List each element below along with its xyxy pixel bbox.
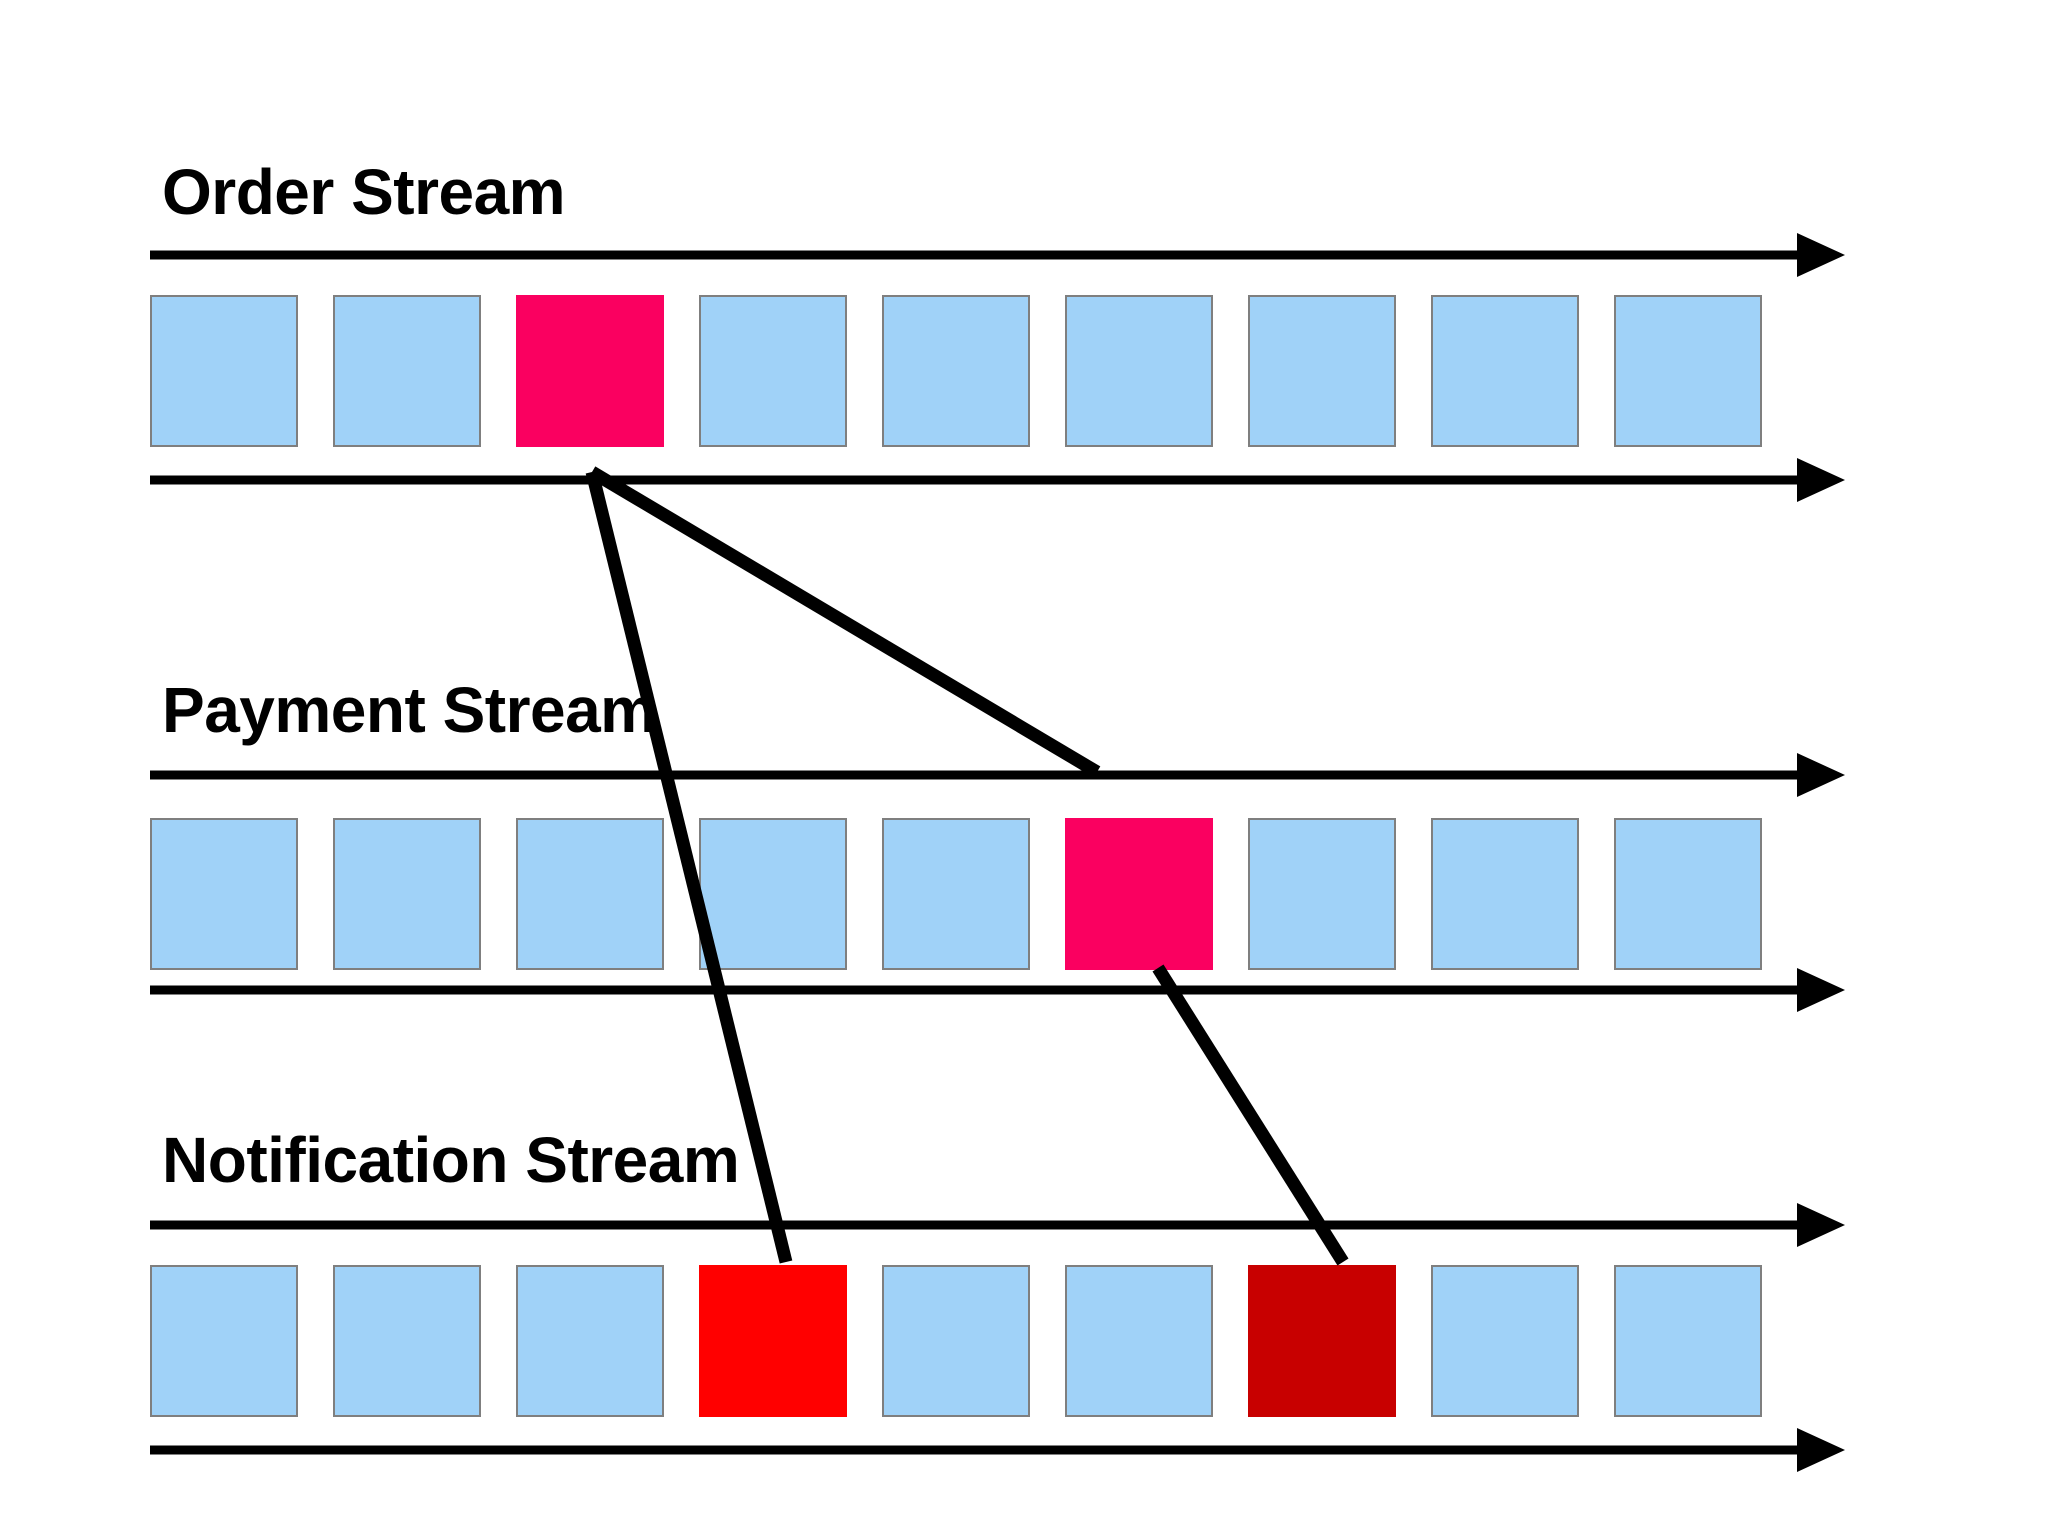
event-box[interactable]: [150, 295, 298, 447]
event-box[interactable]: [1614, 295, 1762, 447]
event-box[interactable]: [1614, 1265, 1762, 1417]
event-box[interactable]: [882, 818, 1030, 970]
event-box[interactable]: [882, 1265, 1030, 1417]
event-box[interactable]: [882, 295, 1030, 447]
order-stream-bottom-axis-arrow: [150, 458, 1845, 502]
event-box[interactable]: [1431, 1265, 1579, 1417]
event-box[interactable]: [1614, 818, 1762, 970]
event-box[interactable]: [1431, 818, 1579, 970]
event-box[interactable]: [699, 1265, 847, 1417]
payment-stream-bottom-axis-arrow: [150, 968, 1845, 1012]
event-box[interactable]: [516, 818, 664, 970]
event-box[interactable]: [516, 1265, 664, 1417]
event-box[interactable]: [699, 818, 847, 970]
connector-line: [1152, 964, 1349, 1266]
connector-line: [588, 466, 1101, 778]
order-stream-top-axis-arrow: [150, 233, 1845, 277]
event-box[interactable]: [150, 818, 298, 970]
event-box[interactable]: [150, 1265, 298, 1417]
event-box[interactable]: [1065, 295, 1213, 447]
notification-stream-top-axis-arrow: [150, 1203, 1845, 1247]
event-box[interactable]: [1248, 295, 1396, 447]
event-box[interactable]: [333, 818, 481, 970]
event-box[interactable]: [516, 295, 664, 447]
event-box[interactable]: [1431, 295, 1579, 447]
event-box[interactable]: [333, 1265, 481, 1417]
notification-stream-bottom-axis-arrow: [150, 1428, 1845, 1472]
payment-stream-top-axis-arrow: [150, 753, 1845, 797]
event-box[interactable]: [1065, 1265, 1213, 1417]
notification-stream-title: Notification Stream: [162, 1124, 740, 1196]
event-box[interactable]: [1248, 818, 1396, 970]
order-stream-title: Order Stream: [162, 156, 566, 228]
event-box[interactable]: [333, 295, 481, 447]
event-box[interactable]: [699, 295, 847, 447]
event-box[interactable]: [1065, 818, 1213, 970]
event-box[interactable]: [1248, 1265, 1396, 1417]
payment-stream-title: Payment Stream: [162, 674, 657, 746]
